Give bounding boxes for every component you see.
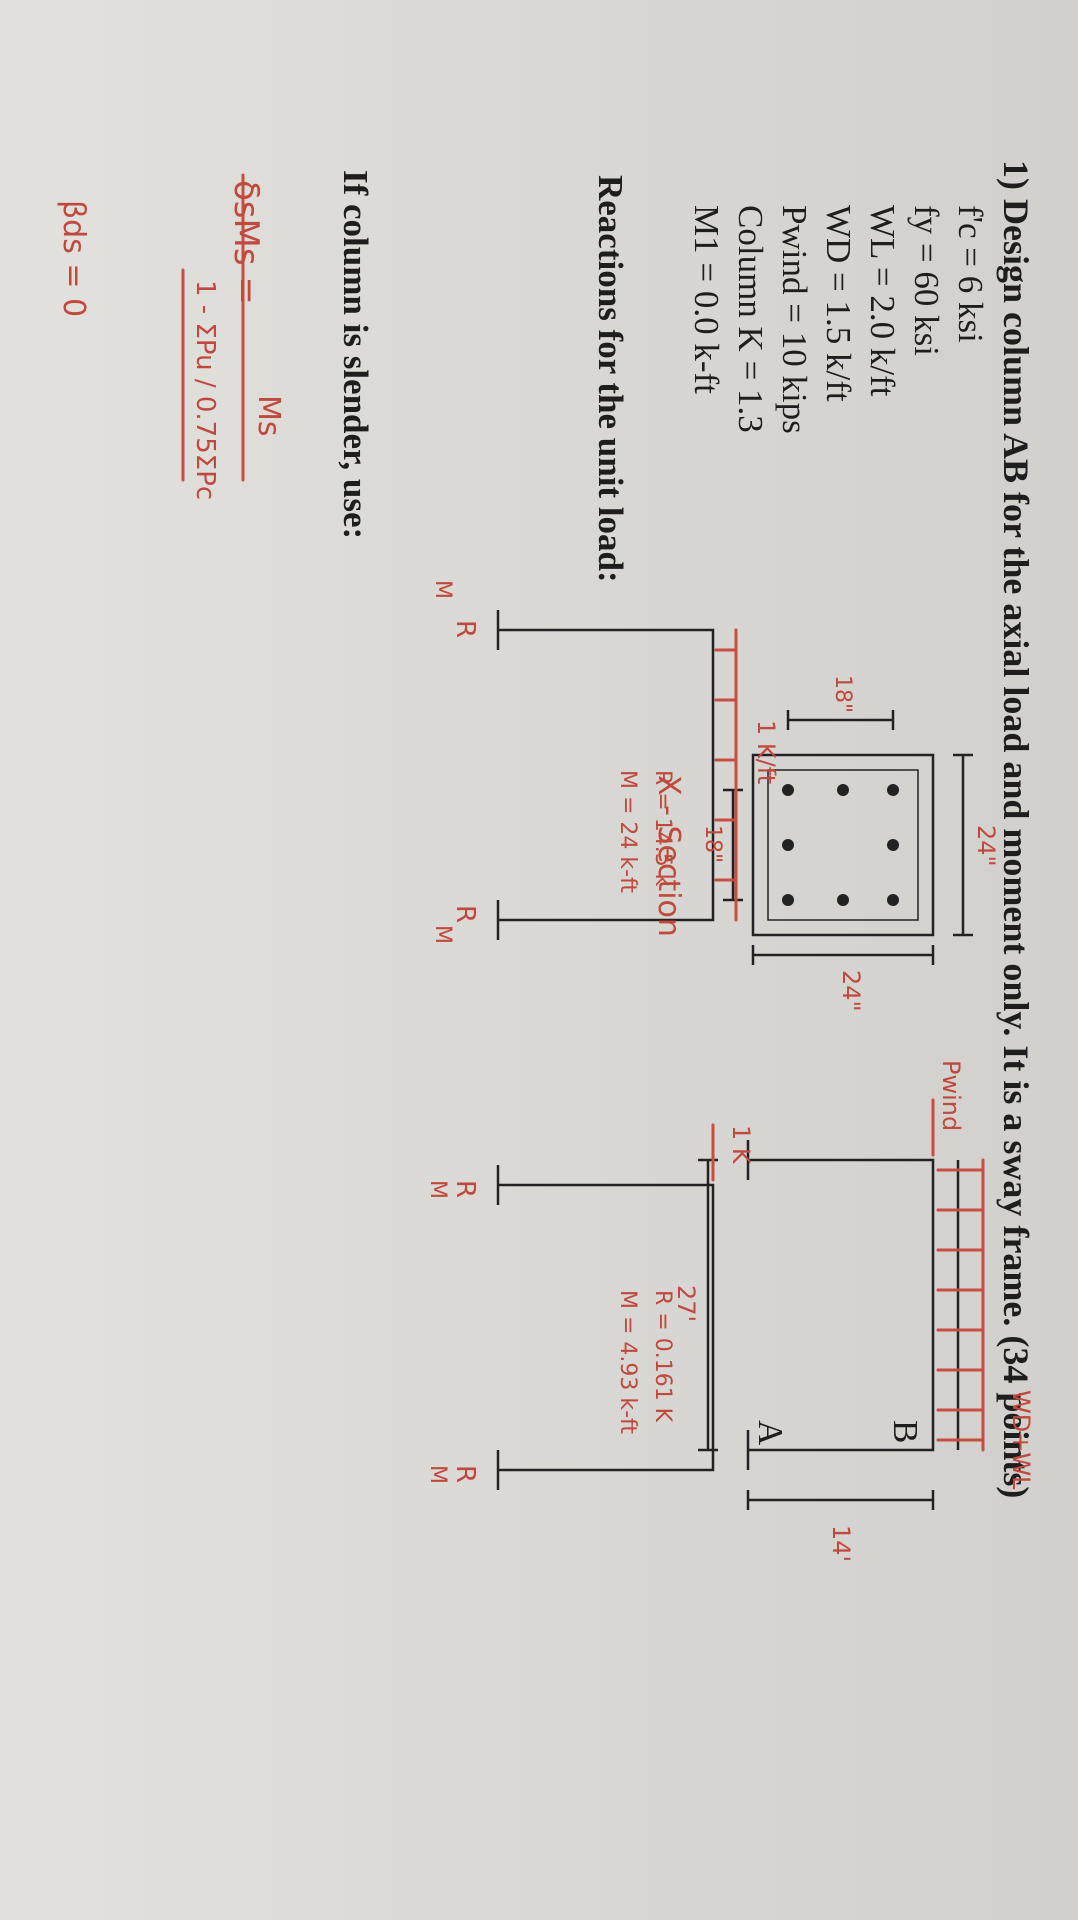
section-bar-spacing-h: 18" bbox=[700, 825, 725, 864]
formula-lhs: δsMs = bbox=[226, 180, 266, 305]
support-moment-1: M bbox=[430, 580, 455, 599]
support-reaction-3: R bbox=[450, 1180, 480, 1199]
formula-beta: βds = 0 bbox=[56, 200, 91, 318]
formula-fraction-bar bbox=[181, 173, 245, 482]
uniform-reaction-label: R = 14.5 k bbox=[650, 770, 675, 887]
support-reaction-1: R bbox=[450, 620, 480, 639]
formula-numerator: Ms bbox=[251, 395, 286, 437]
unit-frame-lateral bbox=[496, 1123, 715, 1490]
support-moment-4: M bbox=[425, 1465, 450, 1484]
sway-frame bbox=[698, 1098, 985, 1510]
lateral-moment-label: M = 4.93 k-ft bbox=[615, 1290, 640, 1435]
section-width-label: 24" bbox=[972, 825, 1000, 867]
section-bar-spacing-v: 18" bbox=[830, 675, 855, 714]
uniform-load-label: 1 K/ft bbox=[752, 720, 780, 785]
formula-denominator: 1 - ΣPu / 0.75ΣPc bbox=[190, 280, 220, 501]
support-moment-2: M bbox=[430, 925, 455, 944]
lateral-reaction-label: R = 0.161 K bbox=[650, 1290, 675, 1423]
frame-load-label: WD+WL bbox=[1007, 1390, 1035, 1490]
uniform-moment-label: M = 24 k-ft bbox=[615, 770, 640, 894]
cross-section bbox=[723, 710, 973, 965]
frame-height-label: 14' bbox=[827, 1525, 855, 1563]
frame-wind-label: Pwind bbox=[937, 1060, 965, 1132]
support-reaction-2: R bbox=[450, 905, 480, 924]
joint-a-label: A bbox=[751, 1420, 790, 1446]
lateral-load-label: 1 K bbox=[727, 1125, 755, 1164]
joint-b-label: B bbox=[886, 1420, 925, 1444]
support-reaction-4: R bbox=[450, 1465, 480, 1484]
section-height-label: 24" bbox=[837, 970, 865, 1012]
support-moment-3: M bbox=[425, 1180, 450, 1199]
frame-span-label: 27' bbox=[672, 1285, 700, 1323]
unit-frame-uniform bbox=[496, 610, 738, 940]
